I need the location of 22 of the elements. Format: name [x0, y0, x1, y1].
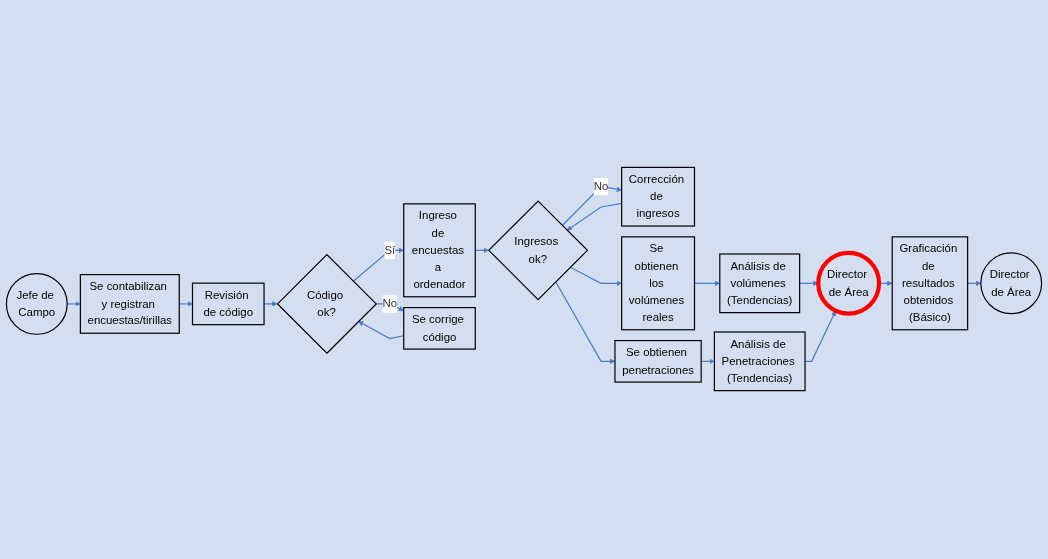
node-box: Corrección de ingresos — [621, 167, 696, 228]
node-circle: Jefe de Campo — [5, 273, 68, 336]
edge-label: Sí — [384, 244, 396, 257]
node-circle: Director de Área — [980, 252, 1043, 315]
node-box: Se contabilizan y registran encuestas/tirillas — [79, 274, 180, 335]
node-box: Se obtienen los volúmenes reales — [621, 236, 696, 331]
arrow — [561, 186, 622, 227]
node-box: Revisión de código — [191, 283, 265, 326]
edge-label: No — [382, 297, 398, 311]
node-circle: Director de Área — [816, 251, 882, 317]
node-box: Análisis de volúmenes (Tendencias) — [719, 253, 801, 314]
node-box: Análisis de Penetraciones (Tendencias) — [713, 331, 806, 392]
edge-label: No — [593, 180, 609, 193]
arrow — [878, 281, 893, 287]
arrow — [569, 267, 622, 287]
node-box: Se corrige código — [403, 307, 476, 351]
node-box: Graficación de resultados obtenidos (Básico) — [891, 236, 969, 331]
node-diamond: Ingresos ok? — [487, 200, 589, 301]
node-box: Ingreso de encuestas a ordenador — [403, 203, 476, 298]
node-diamond: Código ok? — [276, 254, 378, 355]
arrow — [352, 248, 404, 283]
node-box: Se obtienen penetraciones — [614, 340, 702, 384]
